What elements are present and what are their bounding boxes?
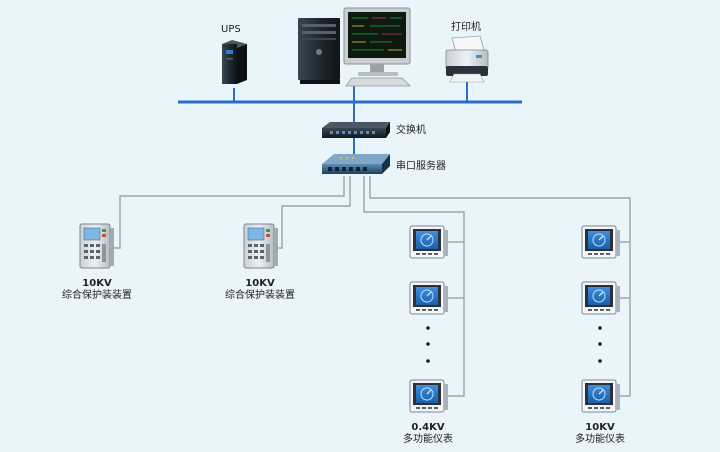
power-meter-icon (409, 225, 449, 259)
protection-2-voltage-label: 10KV (245, 278, 275, 289)
ellipsis-dots (426, 326, 430, 363)
serial-server-icon (322, 154, 390, 174)
printer-icon (445, 35, 489, 83)
serial-tree-lines (110, 176, 631, 397)
serial-server-label: 串口服务器 (396, 161, 446, 172)
power-meter-icon (581, 281, 621, 315)
protection-relay-icon (243, 223, 279, 269)
protection-2-name-label: 综合保护装装置 (225, 290, 295, 301)
protection-relay-icon (79, 223, 115, 269)
printer-label: 打印机 (451, 22, 481, 33)
meter-group-2-name-label: 多功能仪表 (575, 434, 625, 445)
power-meter-icon (581, 225, 621, 259)
protection-1-voltage-label: 10KV (82, 278, 112, 289)
computer-icon (298, 7, 411, 87)
network-switch-icon (322, 122, 390, 138)
ups-icon (222, 40, 247, 84)
ups-label: UPS (221, 24, 241, 35)
power-meter-icon (409, 379, 449, 413)
power-meter-icon (581, 379, 621, 413)
power-meter-icon (409, 281, 449, 315)
meter-group-1-voltage-label: 0.4KV (411, 422, 445, 433)
protection-1-name-label: 综合保护装装置 (62, 290, 132, 301)
switch-label: 交换机 (396, 125, 426, 136)
meter-group-2-voltage-label: 10KV (585, 422, 615, 433)
meter-group-1-name-label: 多功能仪表 (403, 434, 453, 445)
ellipsis-dots (598, 326, 602, 363)
